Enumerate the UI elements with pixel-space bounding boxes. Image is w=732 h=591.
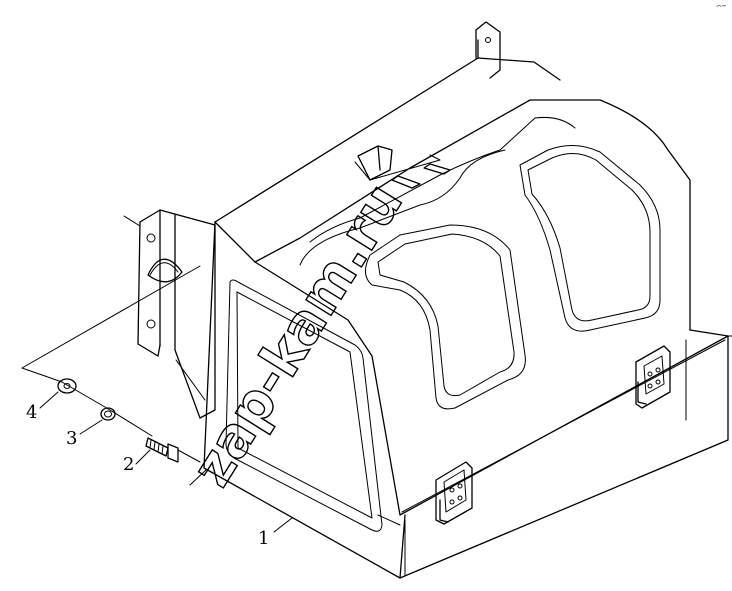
spring-washer: [100, 407, 116, 421]
front-latch-right: [635, 345, 671, 409]
callout-3-label: 3: [66, 428, 77, 449]
left-mounting-bracket: [137, 209, 216, 419]
bolt: [145, 437, 179, 463]
callout-2: 2: [123, 449, 151, 475]
callout-4: 4: [26, 391, 59, 423]
callout-1-label: 1: [258, 528, 269, 549]
top-latch-plate: [354, 145, 451, 189]
callout-4-label: 4: [26, 402, 37, 423]
corner-mark: ⌢–: [716, 1, 727, 11]
washer: [57, 378, 77, 394]
assembly-leader-lines: [21, 215, 207, 486]
callout-3: 3: [66, 419, 103, 449]
front-latch-left: [435, 461, 473, 525]
callout-1: 1: [258, 517, 293, 549]
rear-bracket: [475, 21, 501, 79]
callout-2-label: 2: [123, 454, 134, 475]
battery-box: [203, 39, 732, 579]
